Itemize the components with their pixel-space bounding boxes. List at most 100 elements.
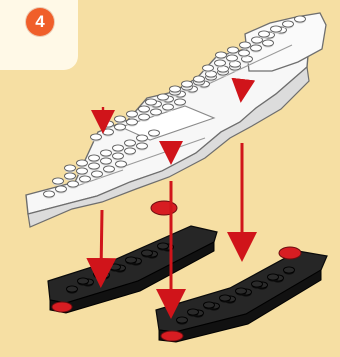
white-stud xyxy=(103,129,114,137)
white-stud-top xyxy=(113,145,124,151)
white-stud xyxy=(263,40,274,48)
white-stud xyxy=(80,176,91,184)
black-stud xyxy=(188,309,199,317)
red-stud-left-end xyxy=(52,302,72,312)
black-stud-top xyxy=(188,309,199,315)
white-stud xyxy=(295,16,306,24)
white-stud xyxy=(127,119,138,127)
white-stud-top xyxy=(259,31,270,37)
white-stud xyxy=(115,124,126,132)
white-stud xyxy=(101,150,112,158)
white-stud xyxy=(113,153,124,161)
black-stud-top xyxy=(158,243,169,249)
black-stud xyxy=(177,317,188,325)
white-stud xyxy=(259,31,270,39)
white-stud xyxy=(53,178,64,186)
white-stud xyxy=(77,168,88,176)
white-stud-top xyxy=(53,178,64,184)
white-stud xyxy=(91,134,102,142)
down-arrow-icon xyxy=(242,82,243,91)
red-stud-right-end xyxy=(161,331,183,341)
white-stud-top xyxy=(127,111,138,117)
black-stud-top xyxy=(268,274,279,280)
white-stud xyxy=(103,121,114,129)
white-stud xyxy=(182,81,193,89)
white-stud-top xyxy=(44,191,55,197)
white-stud xyxy=(104,166,115,174)
white-stud-top xyxy=(215,60,226,66)
white-stud-top xyxy=(263,40,274,46)
white-stud-top xyxy=(92,171,103,177)
white-stud-top xyxy=(271,26,282,32)
white-stud xyxy=(149,130,160,138)
white-stud-top xyxy=(116,161,127,167)
black-stud-top xyxy=(126,257,137,263)
white-stud-top xyxy=(137,135,148,141)
white-stud-top xyxy=(170,86,181,92)
white-stud-top xyxy=(240,42,251,48)
white-stud xyxy=(175,99,186,107)
black-stud-top xyxy=(67,286,78,292)
black-stud-top xyxy=(110,264,121,270)
white-stud xyxy=(125,140,136,148)
black-stud-top xyxy=(252,281,263,287)
white-stud xyxy=(92,171,103,179)
white-stud-top xyxy=(295,16,306,22)
white-stud-top xyxy=(104,166,115,172)
white-stud xyxy=(228,47,239,55)
black-stud xyxy=(110,264,121,272)
black-stud xyxy=(220,295,231,303)
white-stud-top xyxy=(80,176,91,182)
white-stud xyxy=(251,45,262,53)
white-stud-top xyxy=(163,104,174,110)
white-stud-top xyxy=(103,129,114,135)
red-stud-right-top xyxy=(279,247,301,259)
black-stud xyxy=(142,250,153,258)
white-stud-top xyxy=(182,81,193,87)
white-stud-top xyxy=(283,21,294,27)
white-stud-top xyxy=(65,165,76,171)
white-stud xyxy=(227,55,238,63)
down-arrow-icon xyxy=(101,210,102,273)
white-stud-top xyxy=(115,124,126,130)
white-stud-top xyxy=(56,186,67,192)
white-stud-top xyxy=(101,150,112,156)
white-stud-top xyxy=(65,173,76,179)
white-stud-top xyxy=(158,94,169,100)
black-stud xyxy=(268,274,279,282)
white-stud-top xyxy=(113,153,124,159)
white-stud xyxy=(56,186,67,194)
white-stud xyxy=(101,158,112,166)
white-stud-top xyxy=(137,143,148,149)
black-stud xyxy=(67,286,78,294)
white-stud-top xyxy=(127,119,138,125)
white-stud xyxy=(44,191,55,199)
black-stud-top xyxy=(284,267,295,273)
white-stud-top xyxy=(89,155,100,161)
black-stud xyxy=(94,271,105,279)
white-stud xyxy=(170,86,181,94)
white-stud xyxy=(113,145,124,153)
white-stud xyxy=(194,76,205,84)
white-stud-top xyxy=(194,76,205,82)
white-stud xyxy=(68,181,79,189)
black-stud-top xyxy=(94,271,105,277)
white-stud xyxy=(240,42,251,50)
white-stud-top xyxy=(91,134,102,140)
white-stud xyxy=(163,104,174,112)
black-stud xyxy=(204,302,215,310)
white-stud xyxy=(65,165,76,173)
black-stud xyxy=(252,281,263,289)
white-stud xyxy=(115,116,126,124)
black-stud-top xyxy=(220,295,231,301)
white-stud-top xyxy=(149,130,160,136)
white-stud xyxy=(151,109,162,117)
black-stud xyxy=(78,278,89,286)
white-stud-top xyxy=(251,45,262,51)
white-stud-top xyxy=(216,52,227,58)
white-stud xyxy=(271,26,282,34)
black-stud-top xyxy=(142,250,153,256)
white-stud xyxy=(216,52,227,60)
